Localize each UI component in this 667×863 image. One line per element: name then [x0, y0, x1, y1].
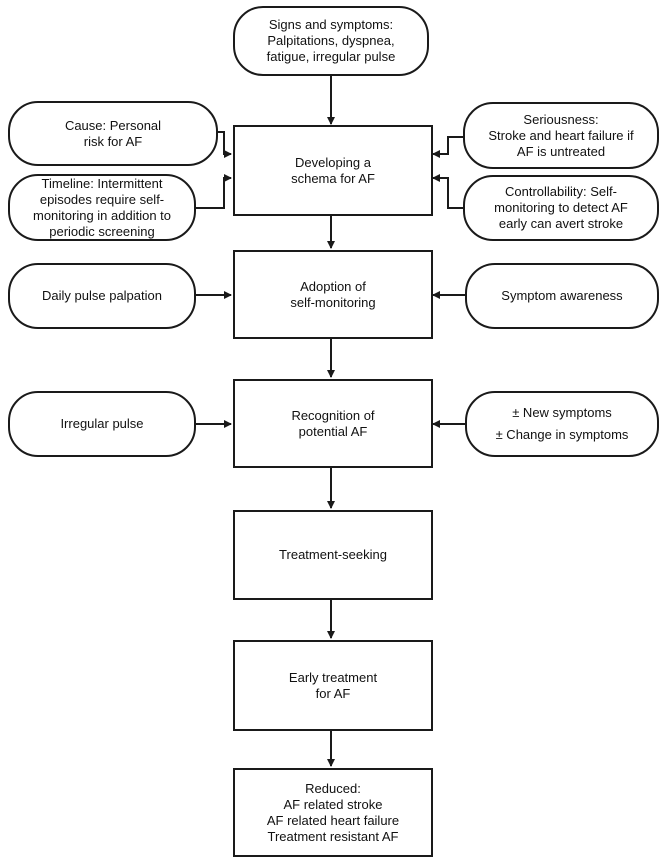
controllability-node: Controllability: Self- monitoring to det…	[463, 175, 659, 241]
adoption-node: Adoption of self-monitoring	[233, 250, 433, 339]
recognition-text: Recognition of potential AF	[291, 407, 375, 439]
signs-symptoms-node: Signs and symptoms: Palpitations, dyspne…	[233, 6, 429, 76]
new-symptoms-text: ± New symptoms ± Change in symptoms	[495, 405, 629, 442]
early-treatment-node: Early treatment for AF	[233, 640, 433, 731]
seriousness-text: Seriousness: Stroke and heart failure if…	[488, 111, 634, 159]
daily-pulse-node: Daily pulse palpation	[8, 263, 196, 329]
reduced-outcomes-node: Reduced: AF related stroke AF related he…	[233, 768, 433, 857]
treatment-seeking-text: Treatment-seeking	[279, 547, 387, 562]
daily-pulse-text: Daily pulse palpation	[42, 288, 162, 303]
irregular-pulse-node: Irregular pulse	[8, 391, 196, 457]
early-treatment-text: Early treatment for AF	[288, 669, 378, 701]
arrow-cause-to-schema	[218, 131, 232, 158]
cause-node: Cause: Personal risk for AF	[8, 101, 218, 166]
treatment-seeking-node: Treatment-seeking	[233, 510, 433, 600]
arrow-seriousness-to-schema	[432, 136, 463, 158]
reduced-outcomes-text: Reduced: AF related stroke AF related he…	[266, 780, 400, 844]
arrow-timeline-to-schema	[196, 174, 232, 209]
developing-schema-text: Developing a schema for AF	[291, 154, 375, 186]
timeline-text: Timeline: Intermittent episodes require …	[32, 175, 172, 239]
new-symptoms-node: ± New symptoms ± Change in symptoms	[465, 391, 659, 457]
symptom-awareness-text: Symptom awareness	[501, 288, 623, 303]
adoption-text: Adoption of self-monitoring	[290, 278, 376, 310]
cause-text: Cause: Personal risk for AF	[64, 117, 162, 149]
signs-symptoms-text: Signs and symptoms: Palpitations, dyspne…	[266, 17, 396, 64]
recognition-node: Recognition of potential AF	[233, 379, 433, 468]
developing-schema-node: Developing a schema for AF	[233, 125, 433, 216]
seriousness-node: Seriousness: Stroke and heart failure if…	[463, 102, 659, 169]
timeline-node: Timeline: Intermittent episodes require …	[8, 174, 196, 241]
arrow-controllability-to-schema	[432, 174, 463, 209]
irregular-pulse-text: Irregular pulse	[60, 416, 144, 431]
symptom-awareness-node: Symptom awareness	[465, 263, 659, 329]
controllability-text: Controllability: Self- monitoring to det…	[494, 184, 628, 231]
